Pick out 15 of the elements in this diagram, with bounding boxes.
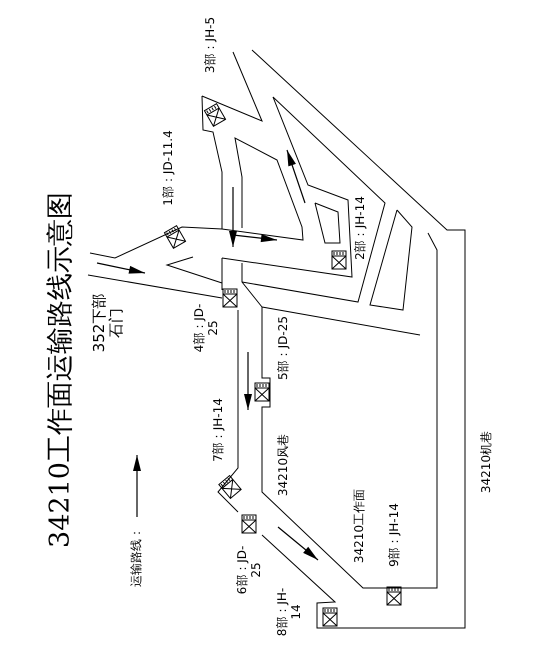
roadway-label: 1部：JD-11.4 (162, 130, 176, 206)
legend-label: 运输路线： (130, 527, 144, 587)
roadway-label: 5部：JD-25 (277, 316, 291, 380)
roadway-label: 34210机巷 (480, 430, 494, 494)
roadway-label: 34210工作面 (353, 488, 367, 564)
roadway-label: 352下部石门 (90, 292, 126, 354)
roadway-label: 6部：JD-25 (236, 545, 264, 595)
roadway-label: 3部：JH-5 (204, 16, 218, 74)
roadway-label: 2部：JH-14 (354, 196, 368, 260)
roadway-label: 9部：JH-14 (388, 503, 402, 567)
roadway-label: 7部：JH-14 (212, 398, 226, 462)
roadway-label: 34210风巷 (277, 434, 291, 496)
roadway-label: 8部：JH-14 (276, 587, 304, 637)
title: 34210工作面运输路线示意图 (44, 192, 76, 548)
roadway-label: 4部：JD-25 (193, 303, 221, 353)
